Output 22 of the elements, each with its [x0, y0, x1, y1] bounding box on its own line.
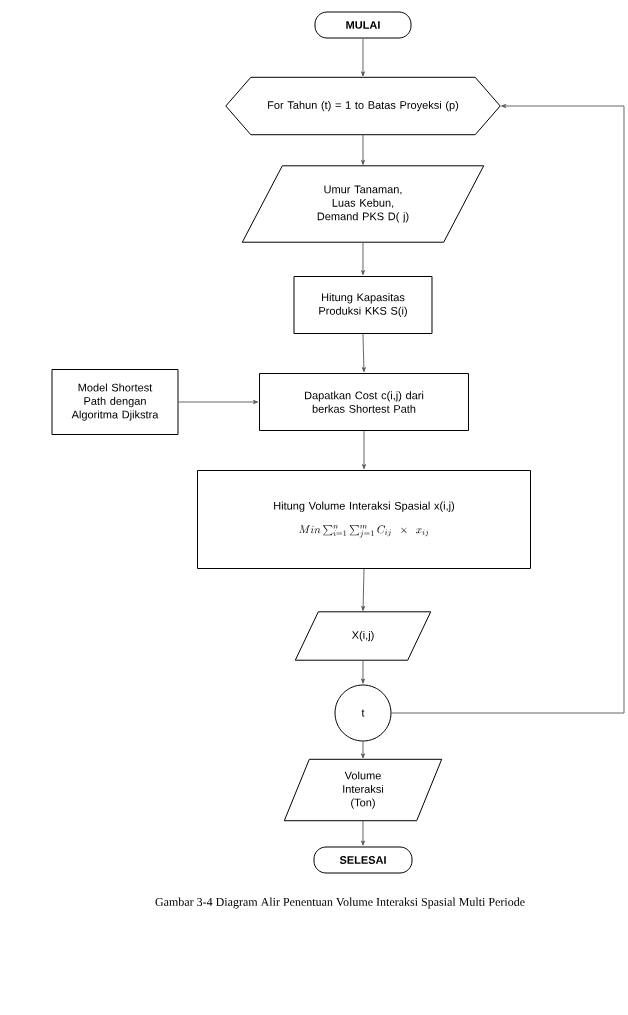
process-box: Hitung Volume Interaksi Spasial x(i,j) $Min \sum_{i=1}^{n}\sum_{j=1}^{m} C_{ij} \times x_{ij}$ — [197, 470, 531, 569]
process-box: Hitung Kapasitas Produksi KKS S(i) — [293, 276, 433, 334]
arrow — [361, 741, 365, 759]
input-parallelogram: Umur Tanaman, Luas Kebun, Demand PKS D( j) — [241, 165, 485, 243]
arrow — [361, 568, 366, 611]
arrow — [361, 241, 365, 276]
arrow — [361, 134, 365, 165]
figure-caption: Gambar 3-4 Diagram Alir Penentuan Volume Interaksi Spasial Multi Periode — [155, 897, 525, 909]
loop-hexagon: For Tahun (t) = 1 to Batas Proyeksi (p) — [225, 76, 501, 136]
arrow — [361, 820, 365, 846]
output-parallelogram: Volume Interaksi (Ton) — [283, 758, 443, 822]
arrow — [361, 659, 365, 684]
process-box: Dapatkan Cost c(i,j) dari berkas Shortest Path — [259, 373, 469, 431]
arrow — [362, 430, 366, 470]
arrow — [361, 38, 365, 77]
loop-arrow — [391, 104, 625, 714]
arrow — [361, 333, 366, 373]
output-parallelogram: X(i,j) — [294, 611, 432, 661]
end-terminal: SELESAI — [313, 846, 413, 874]
arrow — [178, 400, 259, 404]
process-box: Model Shortest Path dengan Algoritma Djikstra — [51, 369, 179, 435]
start-terminal: MULAI — [314, 11, 412, 39]
